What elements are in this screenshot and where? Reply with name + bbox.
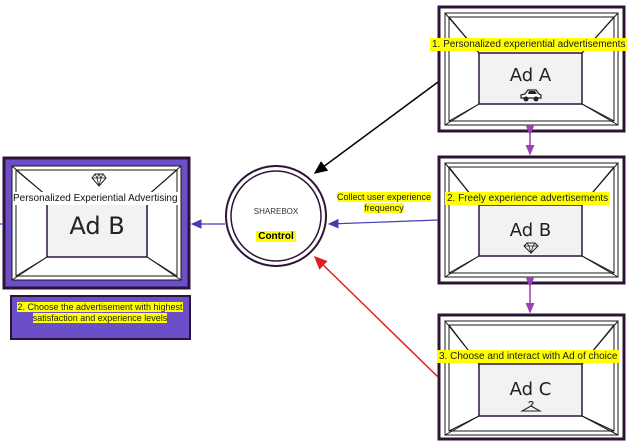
- diamond-icon: [91, 173, 107, 187]
- arrow-panel3-to-control: [313, 255, 439, 378]
- sharebox-control-node: [225, 165, 327, 267]
- hanger-icon: [519, 400, 543, 413]
- left-ad-panel: [2, 156, 191, 290]
- right-ad-panel-2: [437, 155, 626, 285]
- panel1-caption: 1. Personalized experiential advertiseme…: [430, 38, 627, 51]
- car-icon: [519, 89, 543, 103]
- sharebox-title: SHAREBOX: [253, 207, 299, 216]
- control-label: Control: [256, 231, 296, 242]
- panel3-ad-label: Ad C: [509, 379, 552, 400]
- collect-frequency-label: Collect user experience frequency: [336, 192, 432, 213]
- left-caption: 2. Choose the advertisement with highest…: [17, 302, 183, 323]
- panel1-ad-label: Ad A: [509, 65, 552, 86]
- panel3-caption: 3. Choose and interact with Ad of choice: [437, 350, 620, 363]
- arrow-panel1-to-control: [313, 81, 439, 174]
- panel2-ad-label: Ad B: [509, 220, 552, 241]
- diamond-icon-small: [523, 241, 539, 255]
- panel2-caption: 2. Freely experience advertisements: [445, 192, 611, 205]
- arrow-panel2-to-control: [327, 218, 439, 229]
- right-ad-panel-3: [437, 313, 626, 441]
- left-panel-title: Personalized Experiential Advertising: [13, 192, 178, 205]
- left-ad-label: Ad B: [69, 212, 125, 240]
